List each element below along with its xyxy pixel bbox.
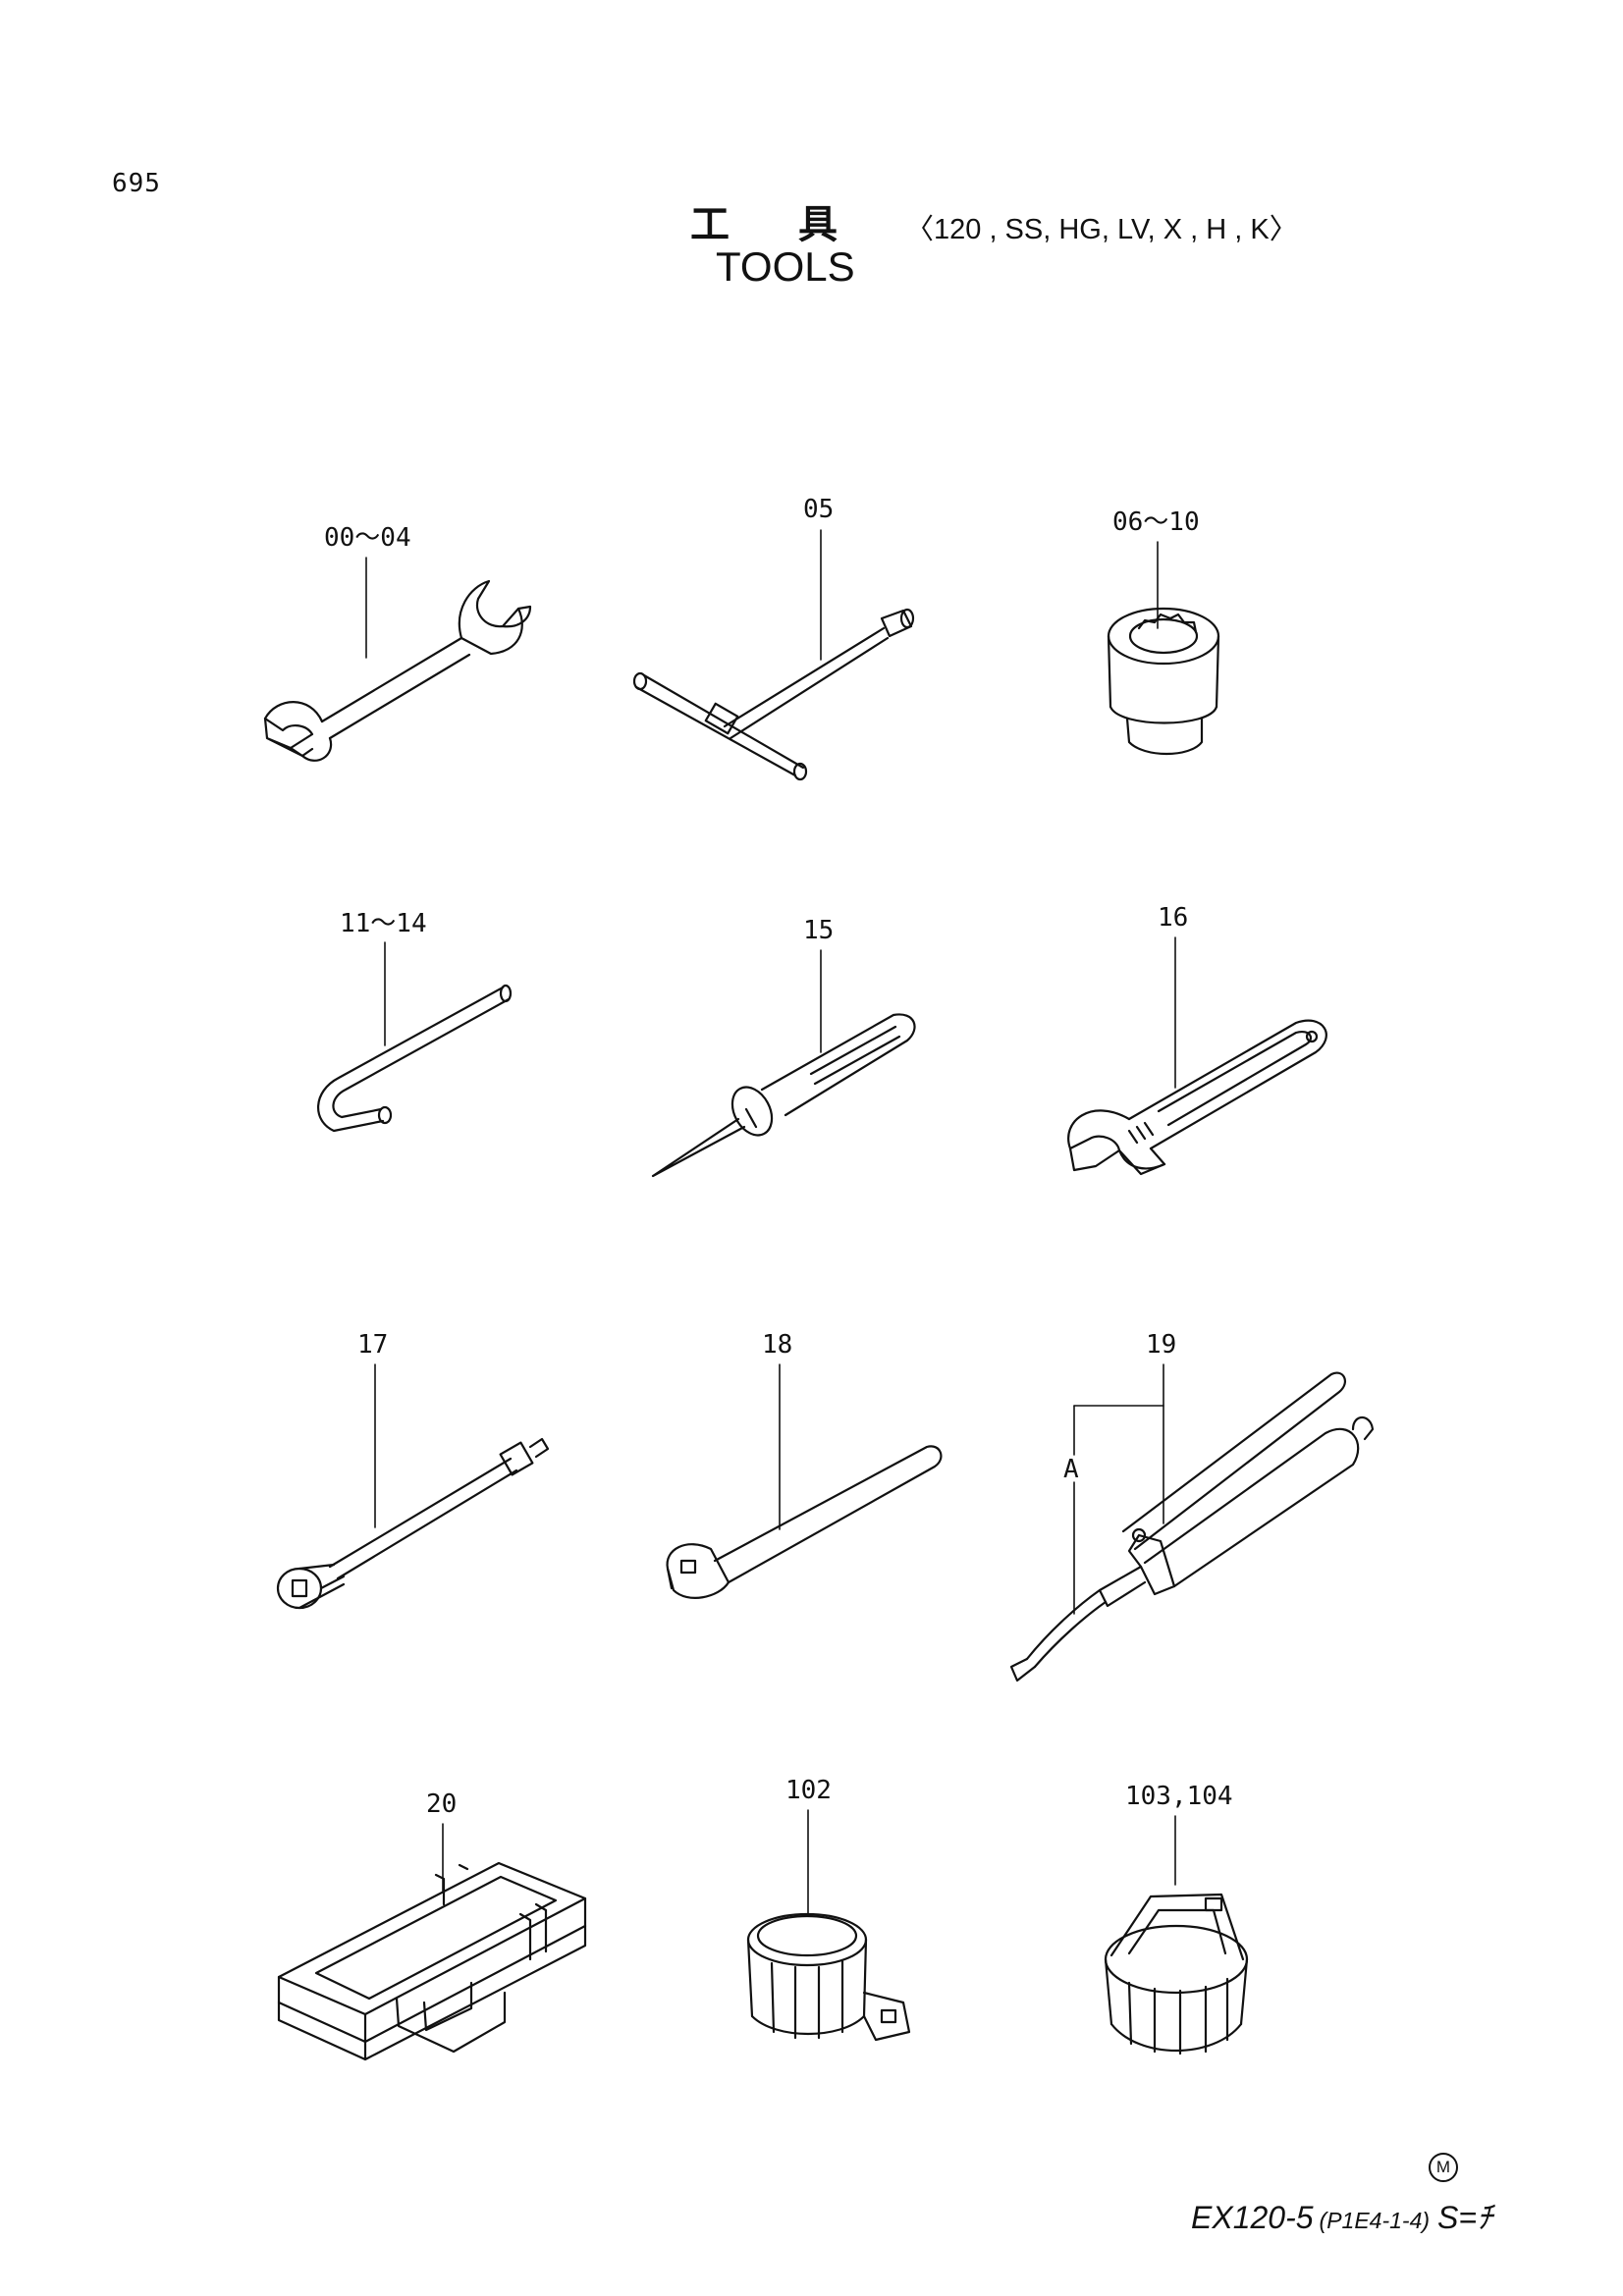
open-end-wrench-icon xyxy=(263,579,532,762)
part-label-11-14: 11～14 xyxy=(340,909,427,938)
part-11-14[interactable]: 11～14 xyxy=(317,909,513,1133)
callout-a-label: A xyxy=(1063,1455,1079,1484)
title-variants: 〈120 , SS, HG, LV, X , H , K〉 xyxy=(905,214,1298,245)
part-label-06-10: 06～10 xyxy=(1112,507,1200,537)
part-20[interactable]: 20 xyxy=(277,1789,587,2061)
part-17[interactable]: 17 xyxy=(276,1330,550,1610)
part-05[interactable]: 05 xyxy=(632,495,915,781)
part-label-15: 15 xyxy=(803,916,834,945)
screwdriver-icon xyxy=(651,1013,916,1178)
grease-gun-icon xyxy=(1009,1371,1375,1682)
part-label-17: 17 xyxy=(357,1330,388,1360)
t-handle-wrench-icon xyxy=(632,608,915,781)
tool-box-icon xyxy=(277,1861,587,2061)
part-label-102: 102 xyxy=(785,1776,832,1805)
part-16[interactable]: 16 xyxy=(1067,903,1327,1176)
part-00-04[interactable]: 00～04 xyxy=(263,523,532,762)
part-15[interactable]: 15 xyxy=(651,916,916,1178)
part-18[interactable]: 18 xyxy=(666,1330,943,1599)
footer-model-line: EX120-5(P1E4-1-4)S=ﾁ xyxy=(1191,2193,1492,2238)
footer-circle-mark: M xyxy=(1429,2153,1458,2182)
footer-code: (P1E4-1-4) xyxy=(1319,2208,1431,2233)
page-number: 695 xyxy=(112,169,161,198)
filter-cap-wrench-icon xyxy=(1104,1893,1249,2056)
footer-suffix: S=ﾁ xyxy=(1437,2200,1493,2235)
socket-icon xyxy=(1107,607,1220,756)
hex-key-icon xyxy=(317,984,513,1133)
title-jp-char-2: 具 xyxy=(798,202,838,247)
footer-model: EX120-5 xyxy=(1191,2200,1314,2235)
part-label-18: 18 xyxy=(762,1330,792,1360)
title-japanese: 工具 xyxy=(690,192,838,249)
extension-bar-icon xyxy=(276,1437,550,1610)
part-label-05: 05 xyxy=(803,495,834,524)
part-label-16: 16 xyxy=(1158,903,1188,933)
filter-wrench-icon xyxy=(746,1912,911,2042)
part-label-19: 19 xyxy=(1146,1330,1176,1360)
title-jp-char-1: 工 xyxy=(690,202,730,247)
adjustable-wrench-icon xyxy=(1067,1019,1327,1176)
part-label-20: 20 xyxy=(426,1789,457,1819)
part-103-104[interactable]: 103,104 xyxy=(1104,1782,1249,2056)
part-19[interactable]: 19 A xyxy=(1009,1330,1375,1682)
ratchet-handle-icon xyxy=(666,1445,943,1599)
part-label-103-104: 103,104 xyxy=(1125,1782,1233,1811)
part-102[interactable]: 102 xyxy=(746,1776,911,2042)
title-english: TOOLS xyxy=(716,243,855,290)
part-06-10[interactable]: 06～10 xyxy=(1107,507,1220,756)
part-label-00-04: 00～04 xyxy=(324,523,411,553)
